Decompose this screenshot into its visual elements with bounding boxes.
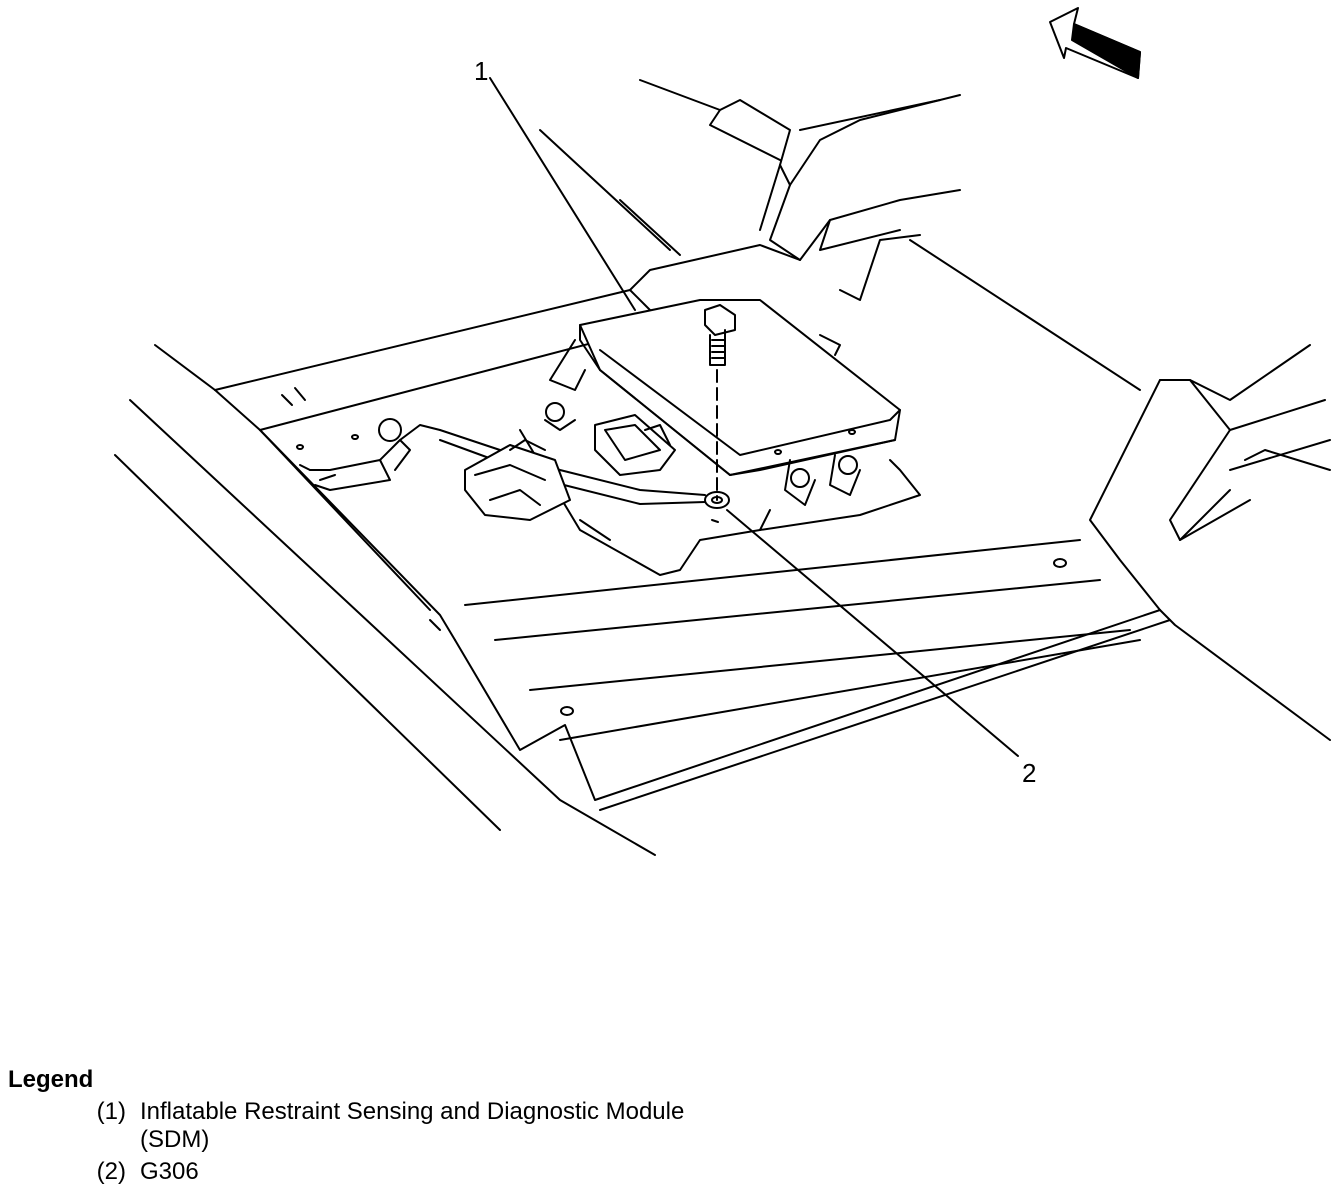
front-direction-arrow-icon	[1049, 7, 1141, 79]
callout-1-label: 1	[474, 56, 488, 86]
callout-1-leader	[489, 77, 636, 311]
vehicle-floor-pan	[114, 79, 1331, 856]
legend-item-number: (2)	[96, 1158, 126, 1185]
callout-2-leader	[726, 509, 1019, 757]
legend-title: Legend	[8, 1066, 94, 1093]
wiring-harness	[281, 387, 706, 521]
legend-item-text: Inflatable Restraint Sensing and Diagnos…	[140, 1098, 685, 1153]
legend-item-text: G306	[140, 1158, 199, 1185]
sdm-location-diagram: 1 2	[114, 7, 1331, 856]
legend-item: (2) G306	[8, 1158, 808, 1186]
legend: Legend (1) Inflatable Restraint Sensing …	[8, 1066, 808, 1186]
callout-2-label: 2	[1022, 758, 1036, 788]
legend-item: (1) Inflatable Restraint Sensing and Dia…	[8, 1098, 808, 1154]
callout-leaders	[489, 77, 1019, 757]
legend-item-number: (1)	[96, 1098, 126, 1125]
ground-bolt	[704, 304, 736, 523]
sdm-module	[519, 299, 921, 576]
